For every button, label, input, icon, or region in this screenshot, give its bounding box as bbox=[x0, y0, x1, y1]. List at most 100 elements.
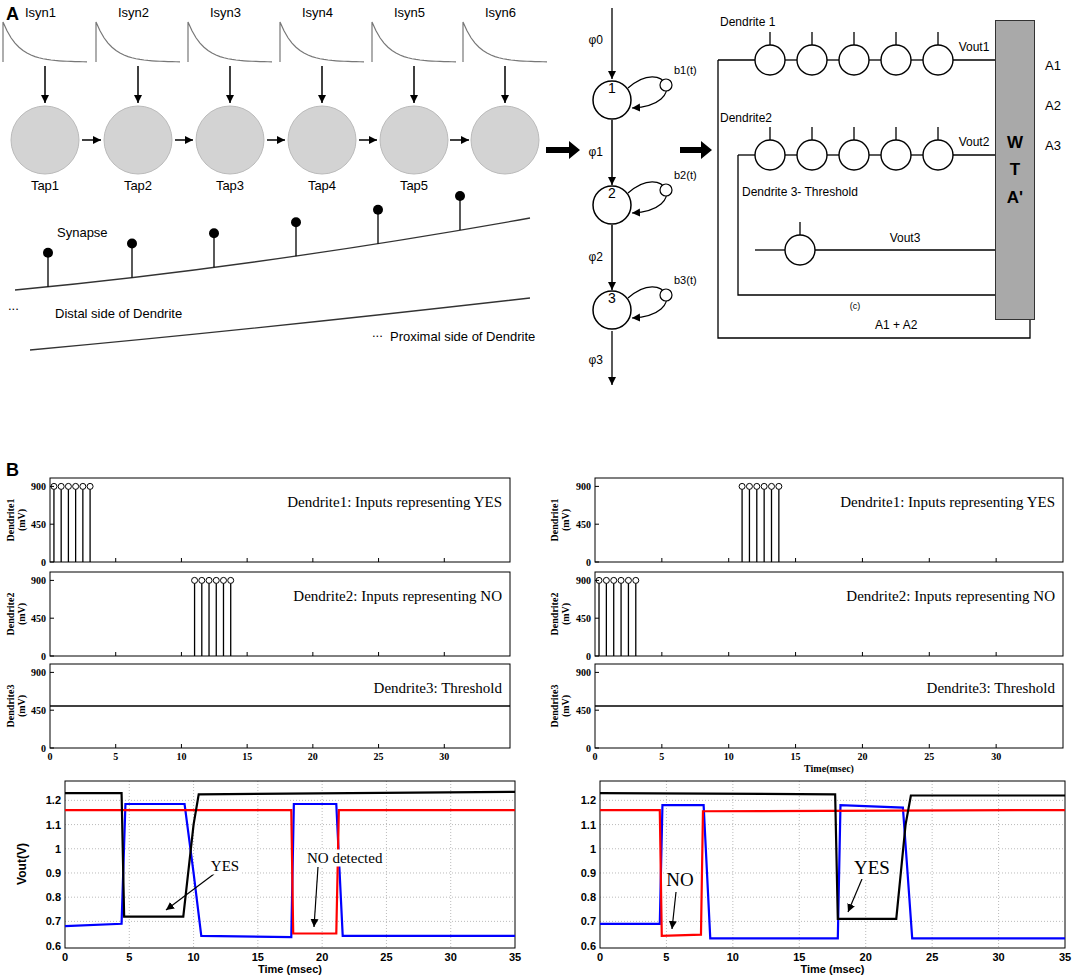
connector bbox=[175, 139, 193, 141]
tick-label: 25 bbox=[380, 951, 392, 963]
text-label: Isyn1 bbox=[25, 5, 56, 20]
grid-line bbox=[65, 824, 515, 825]
tick-label: 10 bbox=[724, 751, 734, 762]
input-spike bbox=[201, 583, 202, 656]
text-label: Dendrite 1 bbox=[720, 15, 775, 29]
text-label: A3 bbox=[1045, 138, 1061, 153]
text-label: Dendrite1: Inputs representing YES bbox=[840, 494, 1055, 511]
voltage-trace bbox=[65, 810, 515, 933]
grid-line bbox=[799, 781, 800, 948]
plot-frame bbox=[595, 664, 1063, 748]
tick-mark bbox=[50, 656, 54, 657]
tick-label: 30 bbox=[992, 951, 1004, 963]
threshold-line bbox=[595, 705, 1063, 706]
connector bbox=[611, 120, 613, 185]
tick-mark bbox=[862, 744, 863, 748]
node-text: Tap3 bbox=[193, 178, 267, 193]
text-label: Dendrite2: Inputs representing NO bbox=[846, 588, 1055, 605]
dendrite-node bbox=[755, 45, 785, 75]
text-label: Proximal side of Dendrite bbox=[390, 329, 535, 344]
bias-source bbox=[660, 289, 672, 301]
input-arrow bbox=[321, 66, 323, 103]
tick-label: 15 bbox=[242, 751, 252, 762]
tick-label: 900 bbox=[576, 481, 591, 492]
tick-label: 5 bbox=[663, 951, 669, 963]
synapse-stem bbox=[213, 233, 214, 267]
text-label: Synapse bbox=[57, 225, 108, 240]
tick-label: Time(msec) bbox=[804, 763, 854, 774]
tick-mark bbox=[181, 652, 182, 656]
dendrite-outline bbox=[15, 218, 530, 290]
tick-label: 35 bbox=[509, 951, 521, 963]
input-spike bbox=[771, 489, 772, 562]
input-arrow bbox=[229, 66, 231, 103]
feedback-wire bbox=[718, 60, 1030, 338]
synaptic-current-curve bbox=[372, 22, 456, 62]
tap-circle-shape bbox=[10, 105, 80, 175]
synaptic-current-curve bbox=[3, 22, 87, 62]
input-spike bbox=[613, 583, 614, 656]
tick-label: 5 bbox=[113, 751, 118, 762]
tick-label: 0 bbox=[41, 743, 46, 754]
synapse-stem bbox=[459, 196, 460, 230]
tick-mark bbox=[247, 744, 248, 748]
spike-marker bbox=[73, 483, 79, 489]
annotation-arrow bbox=[672, 892, 676, 929]
text-label: Isyn5 bbox=[394, 5, 425, 20]
tick-mark bbox=[378, 558, 379, 562]
tick-label: 0.9 bbox=[581, 867, 596, 879]
text-label: Dendrite3: Threshold bbox=[374, 680, 502, 697]
grid-line bbox=[600, 800, 1065, 801]
spike-marker bbox=[87, 483, 93, 489]
synaptic-current-curve bbox=[96, 22, 180, 62]
axis-title: Dendrite3 (mV) bbox=[5, 678, 27, 734]
tick-mark bbox=[50, 748, 54, 749]
dendrite-wire bbox=[869, 59, 881, 60]
output-wire bbox=[953, 154, 995, 155]
input-stem bbox=[937, 32, 938, 45]
spike-marker bbox=[611, 577, 617, 583]
input-spike bbox=[208, 583, 209, 656]
input-stem bbox=[895, 32, 896, 45]
input-spike bbox=[223, 583, 224, 656]
synapse-stem bbox=[377, 210, 378, 244]
tap-circle bbox=[11, 106, 79, 174]
tap-circle-shape bbox=[103, 105, 173, 175]
text-label: b3(t) bbox=[674, 274, 697, 286]
dendrite-node bbox=[797, 45, 827, 75]
input-spike bbox=[620, 583, 621, 656]
tick-mark bbox=[929, 558, 930, 562]
text-label: Isyn4 bbox=[302, 5, 333, 20]
input-spike bbox=[741, 489, 742, 562]
input-stem bbox=[811, 32, 812, 45]
text-label: A1 + A2 bbox=[875, 318, 917, 332]
tick-label: 25 bbox=[374, 751, 384, 762]
tick-label: 0 bbox=[586, 557, 591, 568]
node-circle bbox=[593, 81, 631, 119]
input-spike bbox=[628, 583, 629, 656]
tick-mark bbox=[115, 652, 116, 656]
tap-node: Tap5 bbox=[377, 105, 451, 193]
input-stem bbox=[811, 127, 812, 140]
dendrite-node bbox=[785, 235, 815, 265]
input-stem bbox=[853, 32, 854, 45]
tick-label: 1.2 bbox=[581, 794, 596, 806]
input-spike bbox=[635, 583, 636, 656]
connector bbox=[267, 139, 285, 141]
tick-mark bbox=[862, 652, 863, 656]
wta-box: W T A' bbox=[995, 20, 1035, 320]
tick-mark bbox=[444, 744, 445, 748]
tick-label: 450 bbox=[31, 519, 46, 530]
tick-label: 0 bbox=[41, 651, 46, 662]
dendrite-wire bbox=[911, 154, 923, 155]
tick-mark bbox=[795, 558, 796, 562]
dendrite-node bbox=[881, 45, 911, 75]
text-label: φ2 bbox=[589, 250, 603, 264]
tap-circle bbox=[288, 106, 356, 174]
input-spike bbox=[230, 583, 231, 656]
text-label: A1 bbox=[1045, 58, 1061, 73]
plot-frame bbox=[595, 572, 1063, 656]
synapse-dot bbox=[127, 239, 137, 249]
synapse-dot bbox=[455, 191, 465, 201]
text-label: (c) bbox=[850, 301, 861, 311]
